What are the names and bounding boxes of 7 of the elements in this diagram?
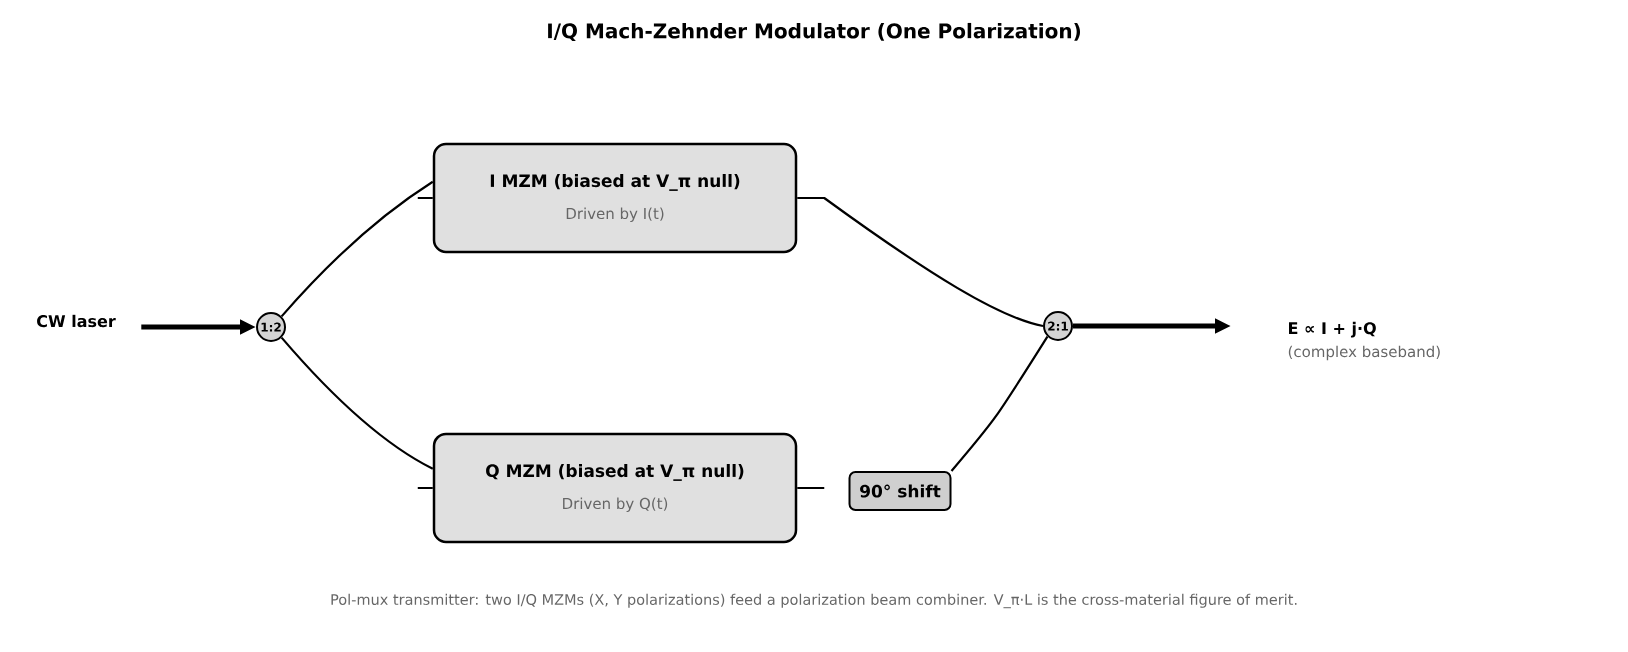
label-text: CW laser xyxy=(37,314,116,328)
output-label: E ∝ I + j·Q (complex baseband) xyxy=(1288,321,1440,361)
phase-shifter-box: 90° shift xyxy=(848,471,952,511)
caption: Pol-mux transmitter: two I/Q MZMs (X, Y polarizations) feed a polarization beam combiner. V_π·L is the cross-material figure of merit. xyxy=(331,593,1297,609)
modulator-box: I MZM (biased at V_π null) Driven by I(t) xyxy=(432,142,798,254)
title: I/Q Mach-Zehnder Modulator (One Polarization) xyxy=(548,22,1080,42)
modulator-box: Q MZM (biased at V_π null) Driven by Q(t) xyxy=(432,432,798,544)
